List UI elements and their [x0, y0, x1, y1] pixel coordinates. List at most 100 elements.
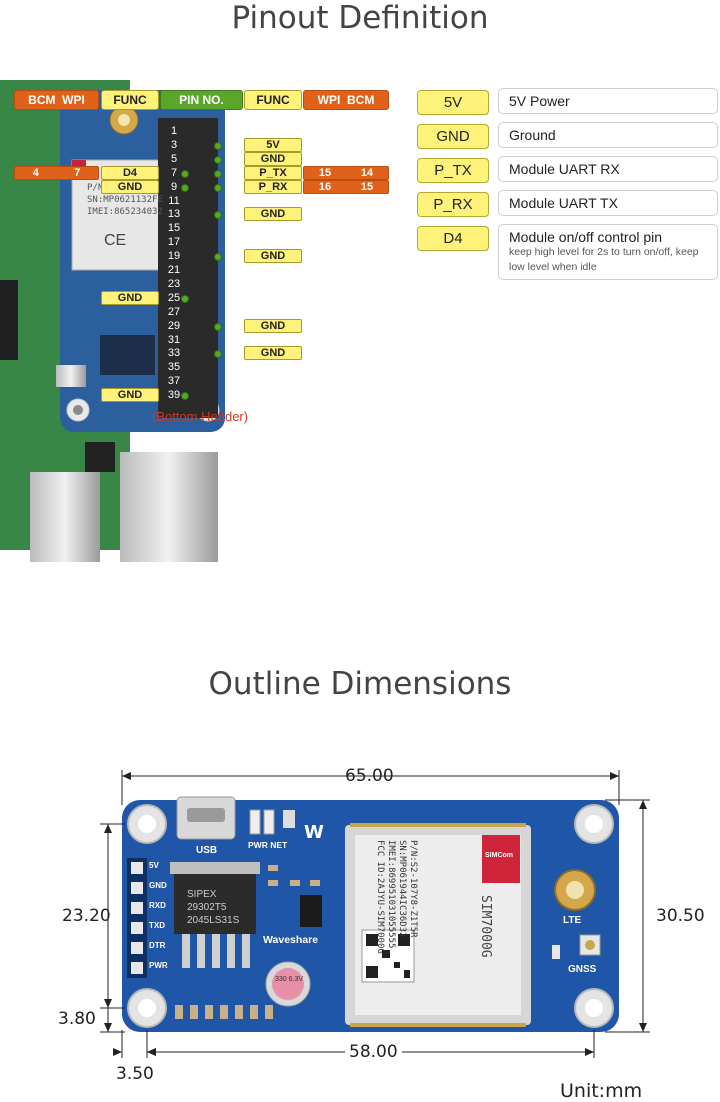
pwr-net-label: PWR NET: [248, 840, 288, 850]
pin-number: 21: [167, 264, 181, 276]
right-func-label: GND: [244, 318, 302, 333]
legend-tag: P_RX: [417, 192, 489, 217]
pin-number: 30: [225, 319, 239, 332]
bottom-header-label: (Bottom Header): [152, 409, 249, 424]
pin-number: 1: [170, 125, 178, 137]
pin-number: 39: [167, 389, 181, 402]
pin-number: 27: [167, 305, 181, 318]
pin-number: 40: [225, 389, 239, 402]
simcom-text: SIMCom: [485, 852, 513, 859]
pin-number: 38: [225, 375, 239, 388]
right-func-label: P_RX: [244, 179, 302, 194]
pin-number: 16: [225, 222, 239, 235]
chip-brand: SIPEX: [187, 889, 217, 900]
wpi-number: 7: [74, 166, 81, 179]
pin-number: 17: [167, 236, 181, 249]
pinout-title: Pinout Definition: [231, 0, 489, 36]
mounting-holes: [127, 804, 614, 1028]
left-func-label: GND: [101, 388, 159, 403]
pin-number: 7: [170, 166, 178, 179]
pin-marker: [214, 155, 222, 164]
module-print-rotated: P/N:S2-107Y8-Z1T5R SN:MP061944IC36D32 IM…: [374, 840, 418, 1000]
header-pin-no: PIN NO.: [160, 90, 243, 110]
right-func-label: GND: [244, 207, 302, 222]
pin-number: 14: [225, 208, 239, 221]
pin-number: 4: [228, 138, 236, 151]
legend-description: Ground: [498, 122, 718, 148]
pin-marker: [181, 183, 189, 192]
pin-marker: [214, 253, 222, 262]
header-bcm-wpi-left: BCM WPI: [14, 90, 99, 110]
pin-number: 22: [225, 264, 239, 276]
side-pin-label: DTR: [149, 941, 166, 950]
module-imei-print: IMEI:869951031055555: [386, 840, 396, 949]
dim-height: 30.50: [656, 906, 705, 926]
pin-marker: [214, 169, 222, 178]
legend-tag: 5V: [417, 90, 489, 115]
bcm-number: 15: [360, 180, 374, 193]
right-func-label: GND: [244, 249, 302, 264]
pin-number: 18: [225, 236, 239, 249]
header-wpi-bcm-right: WPI BCM: [303, 90, 389, 110]
outline-title: Outline Dimensions: [208, 666, 512, 702]
right-func-label: P_TX: [244, 165, 302, 180]
legend-tag: D4: [417, 226, 489, 251]
svg-text:W: W: [304, 822, 324, 843]
legend-desc-text: Module UART RX: [509, 161, 620, 177]
pin-marker: [181, 169, 189, 178]
chip-code-1: 29302T5: [187, 902, 227, 913]
pin-number: 36: [225, 361, 239, 374]
dim-width: 65.00: [345, 766, 394, 786]
wpi-number: 16: [318, 180, 332, 193]
gnss-label: GNSS: [568, 964, 597, 975]
pin-number: 8: [228, 166, 236, 179]
dim-hole-offset-h: 3.50: [116, 1064, 154, 1084]
unit-label: Unit:mm: [560, 1080, 643, 1102]
module-pn-print: P/N:S2-107Y8-Z1T5R: [408, 840, 418, 938]
bcm-number: 14: [360, 166, 374, 179]
pin-number: 11: [168, 194, 180, 207]
pin-number: 20: [225, 250, 239, 263]
legend-note: keep high level for 2s to turn on/off, k…: [509, 246, 699, 273]
side-pin-label: RXD: [149, 901, 166, 910]
header-wpi: WPI: [62, 93, 85, 107]
pin-marker: [214, 322, 222, 331]
dim-hole-span-h: 58.00: [345, 1042, 402, 1062]
pin-number: 24: [225, 277, 239, 290]
pin-number: 34: [225, 347, 239, 360]
pin-number: 5: [170, 152, 178, 165]
side-pin-label: TXD: [149, 921, 165, 930]
side-pin-label: GND: [149, 881, 167, 890]
left-func-label: D4: [101, 165, 159, 180]
left-func-label: GND: [101, 290, 159, 305]
right-func-label: GND: [244, 346, 302, 361]
side-pin-label: 5V: [149, 861, 159, 870]
right-func-label: 5V: [244, 137, 302, 152]
pin-marker: [181, 392, 189, 401]
pin-number: 32: [225, 333, 239, 346]
pin-number: 3: [170, 138, 178, 151]
pin-number: 12: [225, 194, 239, 207]
cap-label: 330 6.3V: [275, 976, 304, 983]
header-func-left: FUNC: [101, 90, 159, 110]
legend-desc-text: Module on/off control pin: [509, 229, 663, 245]
module-fcc-print: FCC ID:2AJYU-SIM7000G: [375, 840, 385, 954]
module-imei: IMEI:865234032: [87, 207, 163, 217]
pin-marker: [214, 183, 222, 192]
dim-hole-span-v: 23.20: [62, 906, 111, 926]
left-func-label: GND: [101, 179, 159, 194]
legend-description: 5V Power: [498, 88, 718, 114]
ce-mark: CE: [104, 232, 127, 249]
pin-number: 31: [167, 333, 181, 346]
pin-number: 25: [167, 291, 181, 304]
header-bcm: BCM: [347, 93, 375, 107]
right-func-label: GND: [244, 151, 302, 166]
pin-marker: [214, 350, 222, 359]
legend-desc-text: Module UART TX: [509, 195, 618, 211]
pin-number: 23: [167, 277, 181, 290]
regulator-chip: [174, 870, 256, 934]
